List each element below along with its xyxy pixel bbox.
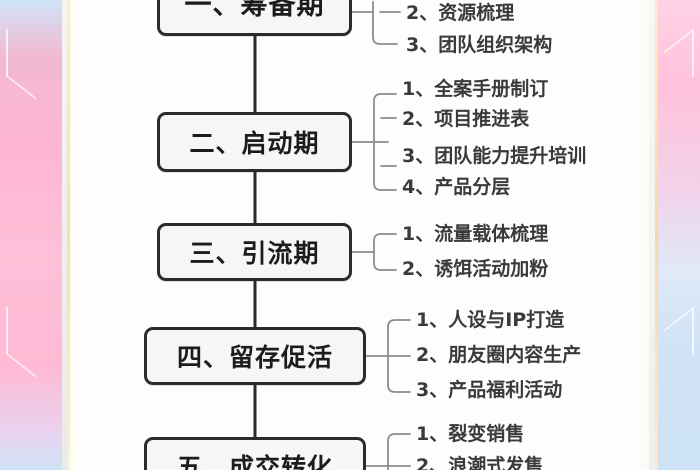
list-item[interactable]: 1、裂变销售 bbox=[416, 425, 524, 444]
list-item[interactable]: 3、团队组织架构 bbox=[406, 36, 552, 55]
item-index: 4、 bbox=[402, 176, 435, 198]
chevron-icon-left-bottom bbox=[6, 306, 36, 378]
stage-box-2[interactable]: 二、启动期 bbox=[157, 112, 352, 172]
item-index: 1、 bbox=[416, 309, 449, 331]
list-item[interactable]: 1、人设与IP打造 bbox=[416, 311, 564, 330]
stage-label-4: 四、留存促活 bbox=[176, 343, 333, 372]
stage-box-3[interactable]: 三、引流期 bbox=[157, 223, 352, 281]
fade-left bbox=[70, 0, 78, 470]
item-text: 团队能力提升培训 bbox=[434, 145, 587, 167]
item-index: 1、 bbox=[416, 423, 449, 445]
list-item[interactable]: 1、全案手册制订 bbox=[402, 80, 548, 99]
item-text: 产品分层 bbox=[434, 176, 511, 198]
list-item[interactable]: 2、朋友圈内容生产 bbox=[416, 346, 581, 365]
stage-label-5: 五、成交转化 bbox=[176, 453, 333, 470]
list-item[interactable]: 2、资源梳理 bbox=[406, 4, 514, 23]
item-text: 资源梳理 bbox=[438, 2, 515, 24]
flowchart: 一、筹备期 二、启动期 三、引流期 四、留存促活 五、成交转化 2、资源梳理 3… bbox=[78, 0, 628, 470]
stage-box-4[interactable]: 四、留存促活 bbox=[144, 327, 366, 385]
list-item[interactable]: 2、项目推进表 bbox=[402, 110, 529, 129]
fade-right bbox=[637, 0, 649, 470]
grey-strip-left bbox=[62, 0, 67, 470]
item-text: 诱饵活动加粉 bbox=[434, 258, 549, 280]
list-item[interactable]: 1、流量载体梳理 bbox=[402, 225, 548, 244]
item-index: 2、 bbox=[402, 108, 435, 130]
pink-gradient-band-right bbox=[658, 0, 700, 470]
item-index: 3、 bbox=[406, 34, 439, 56]
item-text: 人设与IP打造 bbox=[448, 309, 565, 331]
stage-label-3: 三、引流期 bbox=[189, 239, 320, 268]
item-text: 裂变销售 bbox=[448, 423, 525, 445]
item-text: 团队组织架构 bbox=[438, 34, 553, 56]
item-index: 2、 bbox=[406, 2, 439, 24]
item-index: 2、 bbox=[416, 455, 449, 470]
stage-box-1[interactable]: 一、筹备期 bbox=[157, 0, 352, 36]
stage-box-5[interactable]: 五、成交转化 bbox=[144, 437, 366, 470]
list-item[interactable]: 2、诱饵活动加粉 bbox=[402, 260, 548, 279]
list-item[interactable]: 3、产品福利活动 bbox=[416, 381, 562, 400]
item-text: 浪潮式发售 bbox=[448, 455, 544, 470]
decorative-border-right bbox=[628, 0, 700, 470]
item-text: 产品福利活动 bbox=[448, 379, 563, 401]
item-text: 流量载体梳理 bbox=[434, 223, 549, 245]
decorative-border-left bbox=[0, 0, 78, 470]
stage-label-1: 一、筹备期 bbox=[184, 0, 325, 21]
item-text: 全案手册制订 bbox=[434, 78, 549, 100]
chevron-icon-right-bottom bbox=[664, 306, 694, 378]
chevron-icon-right-top bbox=[664, 28, 694, 100]
list-item[interactable]: 4、产品分层 bbox=[402, 178, 510, 197]
item-index: 1、 bbox=[402, 78, 435, 100]
item-index: 1、 bbox=[402, 223, 435, 245]
item-index: 3、 bbox=[416, 379, 449, 401]
list-item[interactable]: 2、浪潮式发售 bbox=[416, 457, 543, 470]
item-text: 朋友圈内容生产 bbox=[448, 344, 582, 366]
list-item[interactable]: 3、团队能力提升培训 bbox=[402, 147, 586, 166]
grey-strip-right bbox=[649, 0, 655, 470]
item-index: 3、 bbox=[402, 145, 435, 167]
item-index: 2、 bbox=[416, 344, 449, 366]
item-index: 2、 bbox=[402, 258, 435, 280]
chevron-icon-left-top bbox=[6, 28, 36, 100]
pink-gradient-band-left bbox=[0, 0, 62, 470]
stage-label-2: 二、启动期 bbox=[189, 129, 320, 158]
gold-line-right bbox=[655, 0, 658, 470]
item-text: 项目推进表 bbox=[434, 108, 530, 130]
gold-line-left bbox=[67, 0, 70, 470]
connector-lines bbox=[253, 1, 411, 470]
